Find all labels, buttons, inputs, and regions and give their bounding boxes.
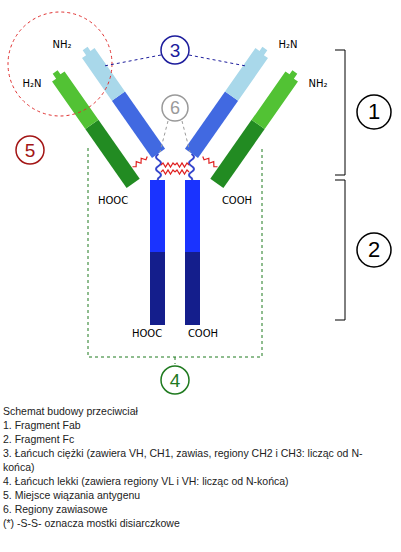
callout-ring-outline [161, 366, 189, 394]
callout-number: 1 [368, 101, 380, 123]
antibody-illustration [0, 0, 401, 400]
caption-item: 2. Fragment Fc [3, 432, 381, 446]
callout-number: 3 [170, 41, 181, 60]
callout-ring-outline [161, 36, 189, 64]
callout-ring-outline [357, 233, 391, 267]
terminus-label: COOH [188, 328, 218, 340]
antigen-site-ring [8, 12, 112, 116]
caption-heading: Schemat budowy przeciwciał [3, 404, 381, 418]
antibody-left-half [47, 44, 175, 325]
caption-item: 4. Łańcuch lekki (zawiera regiony VL i V… [3, 474, 381, 488]
callout-circle: 1 [356, 94, 392, 130]
caption-item: 6. Regiony zawiasowe [3, 502, 381, 516]
hinge-leader [160, 121, 190, 152]
terminus-label: NH₂ [308, 78, 327, 90]
callout-number: 2 [368, 239, 380, 261]
callout-number: 4 [170, 371, 181, 390]
antibody-right-half [175, 44, 303, 325]
fab-bracket [335, 50, 345, 175]
caption-item: (*) -S-S- oznacza mostki disiarczkowe [3, 516, 381, 530]
fc-bracket [335, 180, 345, 320]
callout-circle: 2 [356, 232, 392, 268]
caption-block: Schemat budowy przeciwciał1. Fragment Fa… [3, 404, 381, 530]
terminus-label: H₂N [22, 78, 41, 90]
callout-number: 6 [170, 99, 180, 117]
callout-ring-outline [16, 136, 44, 164]
antibody [47, 44, 302, 325]
callout-circle: 6 [161, 94, 189, 122]
terminus-label: H₂N [278, 39, 297, 51]
terminus-label: COOH [222, 195, 252, 207]
light-chain-leader [88, 148, 262, 364]
terminus-label: NH₂ [52, 39, 71, 51]
callout-number: 5 [25, 141, 36, 160]
callout-circle: 5 [15, 135, 45, 165]
callout-ring-outline [357, 95, 391, 129]
terminus-label: HOOC [132, 328, 162, 340]
caption-item: 1. Fragment Fab [3, 418, 381, 432]
callout-circle: 4 [160, 365, 190, 395]
callout-ring-outline [162, 95, 188, 121]
callout-circle: 3 [160, 35, 190, 65]
caption-item: 5. Miejsce wiązania antygenu [3, 488, 381, 502]
terminus-label: HOOC [98, 195, 128, 207]
caption-item: 3. Łańcuch ciężki (zawiera VH, CH1, zawi… [3, 446, 381, 474]
